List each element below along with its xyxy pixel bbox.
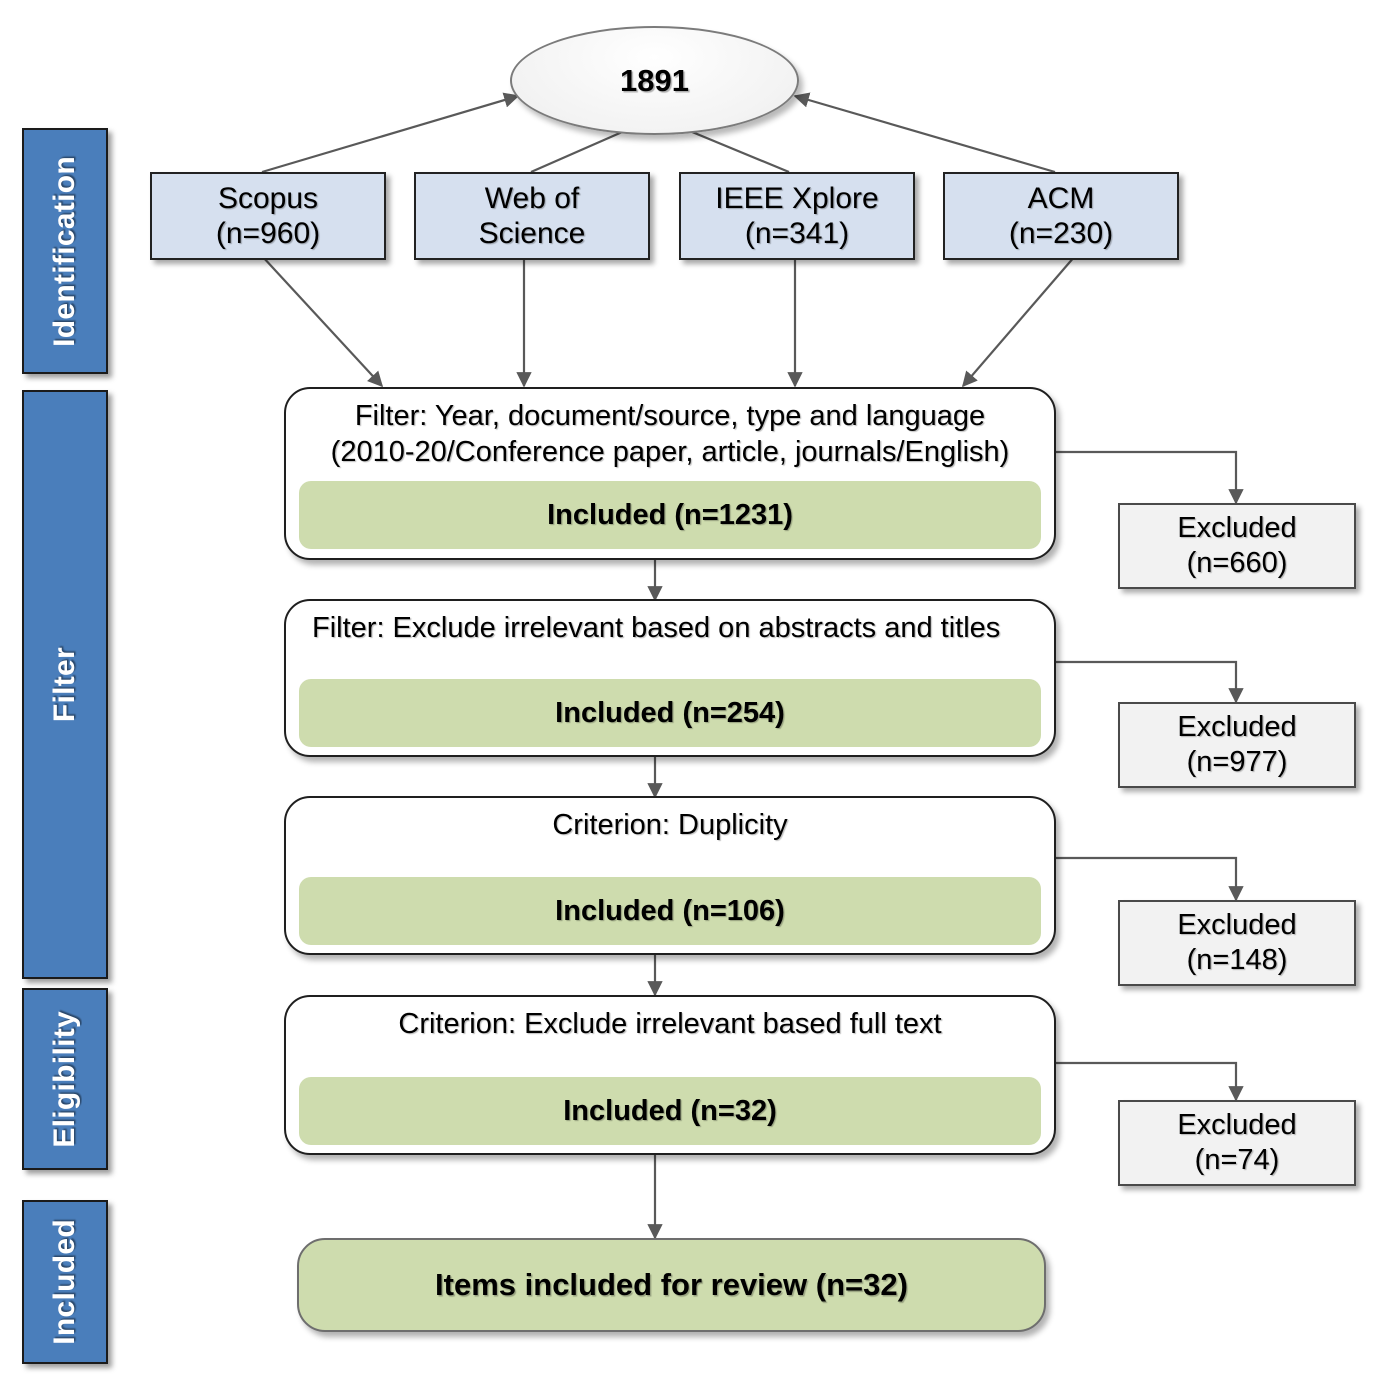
total-records-ellipse: 1891 (510, 26, 799, 135)
excluded-3-count: (n=148) (1186, 944, 1288, 976)
final-box-label: Items included for review (n=32) (435, 1267, 908, 1302)
source-web-of-science-count: Science (478, 217, 586, 250)
source-box-scopus: Scopus (n=960) (150, 172, 386, 260)
step-box-filter-year-type-language: Filter: Year, document/source, type and … (284, 387, 1056, 560)
source-box-ieee-xplore: IEEE Xplore (n=341) (679, 172, 915, 260)
edge-scopus-to-step1 (261, 255, 384, 388)
stage-bar-identification-label: Identification (48, 155, 81, 347)
source-box-web-of-science: Web of Science (414, 172, 650, 260)
step-1-title: Filter: Year, document/source, type and … (300, 399, 1040, 471)
edge-step1-to-excluded1 (1056, 450, 1244, 505)
excluded-2-label: Excluded (1177, 711, 1297, 744)
step-box-filter-abstracts-titles: Filter: Exclude irrelevant based on abst… (284, 599, 1056, 757)
source-web-of-science-name: Web of (484, 181, 580, 215)
edge-step3-to-excluded3 (1056, 856, 1244, 902)
source-acm-count: (n=230) (1008, 217, 1114, 250)
step-4-included-bar: Included (n=32) (299, 1077, 1041, 1145)
step-3-included-bar: Included (n=106) (299, 877, 1041, 945)
excluded-box-3: Excluded (n=148) (1118, 900, 1356, 986)
stage-bar-filter: Filter (22, 390, 108, 979)
stage-bar-eligibility-label: Eligibility (48, 1010, 81, 1148)
source-scopus-name: Scopus (217, 181, 319, 215)
step-1-included-bar: Included (n=1231) (299, 481, 1041, 549)
stage-bar-identification: Identification (22, 128, 108, 374)
step-2-title: Filter: Exclude irrelevant based on abst… (300, 611, 1040, 647)
step-3-included-label: Included (n=106) (555, 894, 785, 927)
source-ieee-xplore-count: (n=341) (744, 217, 850, 250)
edge-step4-to-excluded4 (1056, 1061, 1244, 1102)
step-4-included-label: Included (n=32) (563, 1094, 777, 1127)
stage-bar-included: Included (22, 1200, 108, 1364)
step-box-criterion-full-text: Criterion: Exclude irrelevant based full… (284, 995, 1056, 1155)
excluded-1-count: (n=660) (1186, 547, 1288, 579)
source-scopus-count: (n=960) (215, 217, 321, 250)
stage-bar-eligibility: Eligibility (22, 988, 108, 1170)
step-1-included-label: Included (n=1231) (547, 498, 793, 531)
edge-acm-to-step1 (961, 255, 1076, 388)
stage-bar-filter-label: Filter (48, 646, 81, 723)
excluded-2-count: (n=977) (1186, 746, 1288, 778)
excluded-4-label: Excluded (1177, 1109, 1297, 1142)
edge-step2-to-excluded2 (1056, 660, 1244, 704)
excluded-box-2: Excluded (n=977) (1118, 702, 1356, 788)
step-2-included-label: Included (n=254) (555, 696, 785, 729)
excluded-4-count: (n=74) (1194, 1144, 1280, 1176)
step-4-title-line1: Criterion: Exclude irrelevant based full… (398, 1008, 942, 1040)
excluded-box-4: Excluded (n=74) (1118, 1100, 1356, 1186)
total-records-value: 1891 (620, 62, 689, 98)
excluded-box-1: Excluded (n=660) (1118, 503, 1356, 589)
step-1-title-line2: (2010-20/Conference paper, article, jour… (330, 435, 1010, 468)
step-1-title-line1: Filter: Year, document/source, type and … (354, 400, 986, 432)
source-acm-name: ACM (1027, 181, 1095, 215)
final-box-items-included-for-review: Items included for review (n=32) (297, 1238, 1046, 1332)
step-box-criterion-duplicity: Criterion: Duplicity Included (n=106) (284, 796, 1056, 955)
step-4-title: Criterion: Exclude irrelevant based full… (300, 1007, 1040, 1043)
excluded-3-label: Excluded (1177, 909, 1297, 942)
stage-bar-included-label: Included (48, 1219, 81, 1345)
step-3-title: Criterion: Duplicity (300, 808, 1040, 844)
step-2-included-bar: Included (n=254) (299, 679, 1041, 747)
edge-scopus-to-total (261, 92, 520, 174)
edge-acm-to-total (793, 92, 1056, 174)
excluded-1-label: Excluded (1177, 512, 1297, 545)
source-box-acm: ACM (n=230) (943, 172, 1179, 260)
step-2-title-line1: Filter: Exclude irrelevant based on abst… (312, 612, 1001, 644)
source-ieee-xplore-name: IEEE Xplore (715, 181, 879, 215)
step-3-title-line1: Criterion: Duplicity (552, 809, 788, 841)
